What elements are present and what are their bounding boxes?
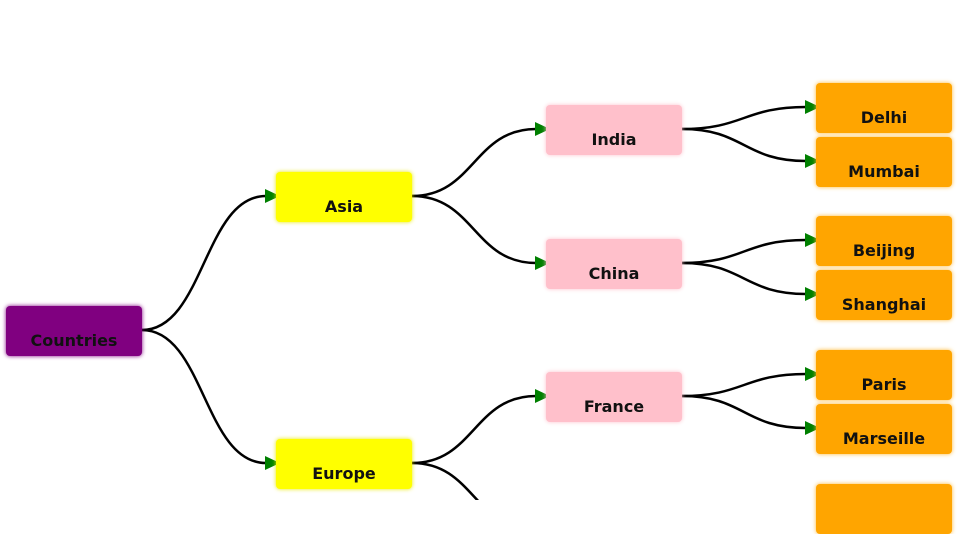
edge	[411, 461, 479, 500]
node-label: Paris	[861, 375, 907, 394]
arrowhead-icon	[805, 100, 820, 114]
node-label: Delhi	[860, 108, 908, 127]
arrowhead-icon	[805, 421, 820, 435]
node-label: Europe	[312, 464, 376, 483]
arrowhead-icon	[805, 154, 820, 168]
node-label: Mumbai	[848, 162, 920, 181]
node-mumbai[interactable]: Mumbai	[816, 137, 952, 187]
arrowhead-icon	[535, 389, 550, 403]
edge	[681, 127, 807, 163]
edge	[411, 394, 537, 465]
node-france[interactable]: France	[546, 372, 682, 422]
arrowhead-icon	[265, 189, 280, 203]
node-paris[interactable]: Paris	[816, 350, 952, 400]
arrowhead-icon	[535, 122, 550, 136]
edge	[141, 194, 267, 332]
node-delhi[interactable]: Delhi	[816, 83, 952, 133]
node-partial-offscreen[interactable]	[816, 484, 952, 534]
node-asia[interactable]: Asia	[276, 172, 412, 222]
node-marseille[interactable]: Marseille	[816, 404, 952, 454]
arrowhead-icon	[265, 456, 280, 470]
edge-layer	[141, 100, 820, 500]
node-label: China	[588, 264, 640, 283]
edge	[681, 261, 807, 296]
arrowhead-icon	[535, 256, 550, 270]
edge	[411, 194, 537, 265]
edge	[411, 127, 537, 198]
edge	[681, 105, 807, 131]
node-china[interactable]: China	[546, 239, 682, 289]
node-label: France	[583, 397, 645, 416]
node-label: Marseille	[842, 429, 926, 448]
arrowhead-icon	[805, 287, 820, 301]
edge	[681, 372, 807, 398]
node-beijing[interactable]: Beijing	[816, 216, 952, 266]
node-shanghai[interactable]: Shanghai	[816, 270, 952, 320]
edge	[681, 238, 807, 265]
arrowhead-icon	[805, 233, 820, 247]
node-label: Asia	[324, 197, 364, 216]
node-label: Shanghai	[841, 295, 927, 314]
node-india[interactable]: India	[546, 105, 682, 155]
node-europe[interactable]: Europe	[276, 439, 412, 489]
node-label: India	[591, 130, 637, 149]
node-label: Beijing	[852, 241, 916, 260]
edge	[681, 394, 807, 430]
arrowhead-icon	[805, 367, 820, 381]
node-label: Countries	[30, 331, 118, 350]
edge	[141, 328, 267, 465]
node-countries[interactable]: Countries	[6, 306, 142, 356]
